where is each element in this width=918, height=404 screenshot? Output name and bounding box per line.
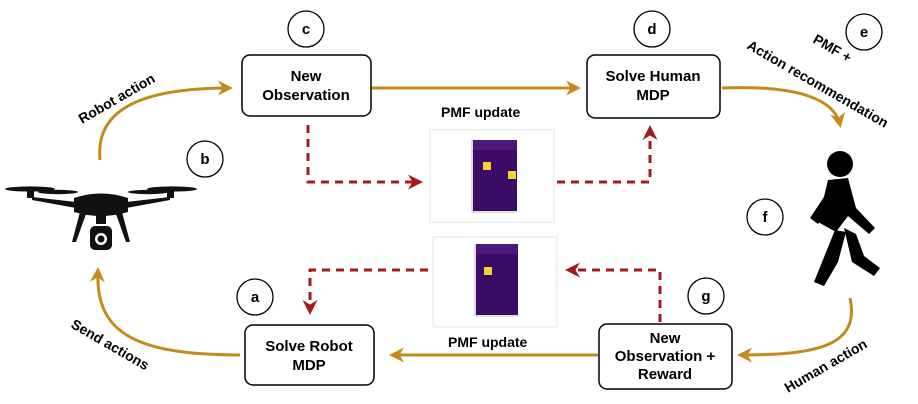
box-solve-human-mdp-line-2: MDP bbox=[636, 87, 669, 104]
circle-f: f bbox=[746, 198, 784, 236]
dashed-arrow-observation-to-pmf bbox=[306, 125, 423, 190]
box-new-observation-reward: New Observation + Reward bbox=[598, 323, 733, 390]
dashed-arrow-pmf-to-human-mdp bbox=[557, 125, 658, 184]
svg-text:f: f bbox=[763, 209, 769, 226]
box-new-observation-line-2: Observation bbox=[262, 87, 350, 104]
circle-c: c bbox=[287, 10, 325, 48]
circle-g: g bbox=[687, 277, 725, 315]
box-solve-robot-mdp: Solve Robot MDP bbox=[244, 324, 375, 386]
svg-text:b: b bbox=[200, 151, 209, 168]
box-solve-robot-mdp-line-2: MDP bbox=[292, 357, 325, 374]
pmf-top-hot-cell-1 bbox=[483, 162, 491, 170]
walking-person-icon bbox=[810, 151, 880, 286]
box-solve-human-mdp: Solve Human MDP bbox=[586, 54, 721, 119]
arrow-person-to-reward bbox=[737, 297, 853, 363]
box-new-observation-reward-line-3: Reward bbox=[638, 366, 692, 383]
pmf-top-hot-cell-2 bbox=[508, 171, 516, 179]
label-pmf-update-bottom: PMF update bbox=[448, 334, 528, 350]
circle-d: d bbox=[633, 10, 671, 48]
arrow-drone-to-observation bbox=[98, 80, 233, 161]
box-new-observation-reward-line-2: Observation + bbox=[615, 348, 716, 365]
circle-a: a bbox=[236, 278, 274, 316]
svg-text:a: a bbox=[251, 289, 260, 306]
svg-text:d: d bbox=[647, 21, 656, 38]
pmf-heatmap-top bbox=[429, 129, 555, 223]
label-send-actions: Send actions bbox=[69, 316, 153, 374]
arrow-human-mdp-to-person bbox=[721, 86, 845, 128]
label-action-recommendation: Action recommendation bbox=[745, 37, 892, 131]
svg-text:c: c bbox=[302, 21, 310, 38]
svg-text:e: e bbox=[860, 24, 868, 41]
dashed-arrow-pmf-to-robot-mdp bbox=[302, 268, 428, 315]
box-new-observation: New Observation bbox=[241, 54, 372, 117]
box-solve-robot-mdp-line-1: Solve Robot bbox=[265, 338, 353, 355]
svg-text:g: g bbox=[701, 288, 710, 305]
box-new-observation-reward-line-1: New bbox=[650, 330, 681, 347]
arrow-robot-mdp-to-drone bbox=[89, 267, 241, 357]
flow-arrows bbox=[89, 80, 853, 363]
label-pmf-update-top: PMF update bbox=[441, 104, 521, 120]
pmf-update-arrows bbox=[302, 125, 662, 322]
box-new-observation-line-1: New bbox=[291, 68, 322, 85]
circle-b: b bbox=[186, 140, 224, 178]
pmf-bottom-hot-cell bbox=[484, 267, 492, 275]
dashed-arrow-reward-to-pmf bbox=[565, 262, 662, 322]
circle-e: e bbox=[845, 13, 883, 51]
box-solve-human-mdp-line-1: Solve Human bbox=[605, 68, 700, 85]
drone-icon bbox=[5, 186, 197, 250]
pmf-heatmap-bottom bbox=[432, 236, 558, 328]
